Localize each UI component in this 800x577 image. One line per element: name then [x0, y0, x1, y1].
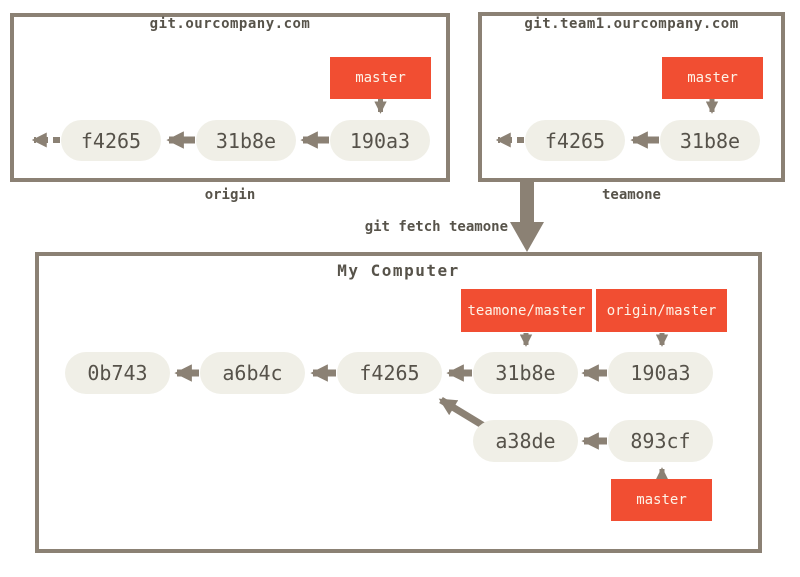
fetch-arrow — [510, 180, 544, 252]
teamone-server-title: git.team1.ourcompany.com — [524, 16, 739, 32]
commit-node-local-0b743: 0b743 — [65, 352, 170, 394]
teamone-server-box — [478, 12, 785, 182]
local-teamone-master-ref-tag: teamone/master — [461, 289, 592, 332]
commit-node-origin-f4265: f4265 — [61, 120, 161, 161]
commit-node-teamone-31b8e: 31b8e — [660, 120, 760, 161]
commit-node-local-190a3: 190a3 — [608, 352, 713, 394]
local-master-branch-tag: master — [611, 479, 712, 521]
git-fetch-command-label: git fetch teamone — [364, 219, 508, 235]
origin-caption: origin — [204, 187, 256, 203]
commit-node-origin-190a3: 190a3 — [330, 120, 430, 161]
my-computer-title: My Computer — [337, 261, 460, 280]
commit-node-local-893cf: 893cf — [608, 420, 713, 462]
commit-node-local-31b8e: 31b8e — [473, 352, 578, 394]
commit-node-local-a6b4c: a6b4c — [200, 352, 305, 394]
my-computer-box — [35, 252, 762, 553]
local-origin-master-ref-tag: origin/master — [596, 289, 727, 332]
commit-node-local-f4265: f4265 — [337, 352, 442, 394]
commit-node-local-a38de: a38de — [473, 420, 578, 462]
commit-node-teamone-f4265: f4265 — [525, 120, 625, 161]
origin-server-box — [10, 13, 450, 182]
origin-master-branch-tag: master — [330, 57, 431, 99]
commit-node-origin-31b8e: 31b8e — [196, 120, 296, 161]
teamone-caption: teamone — [601, 187, 661, 203]
teamone-master-branch-tag: master — [662, 57, 763, 99]
origin-server-title: git.ourcompany.com — [149, 16, 311, 32]
